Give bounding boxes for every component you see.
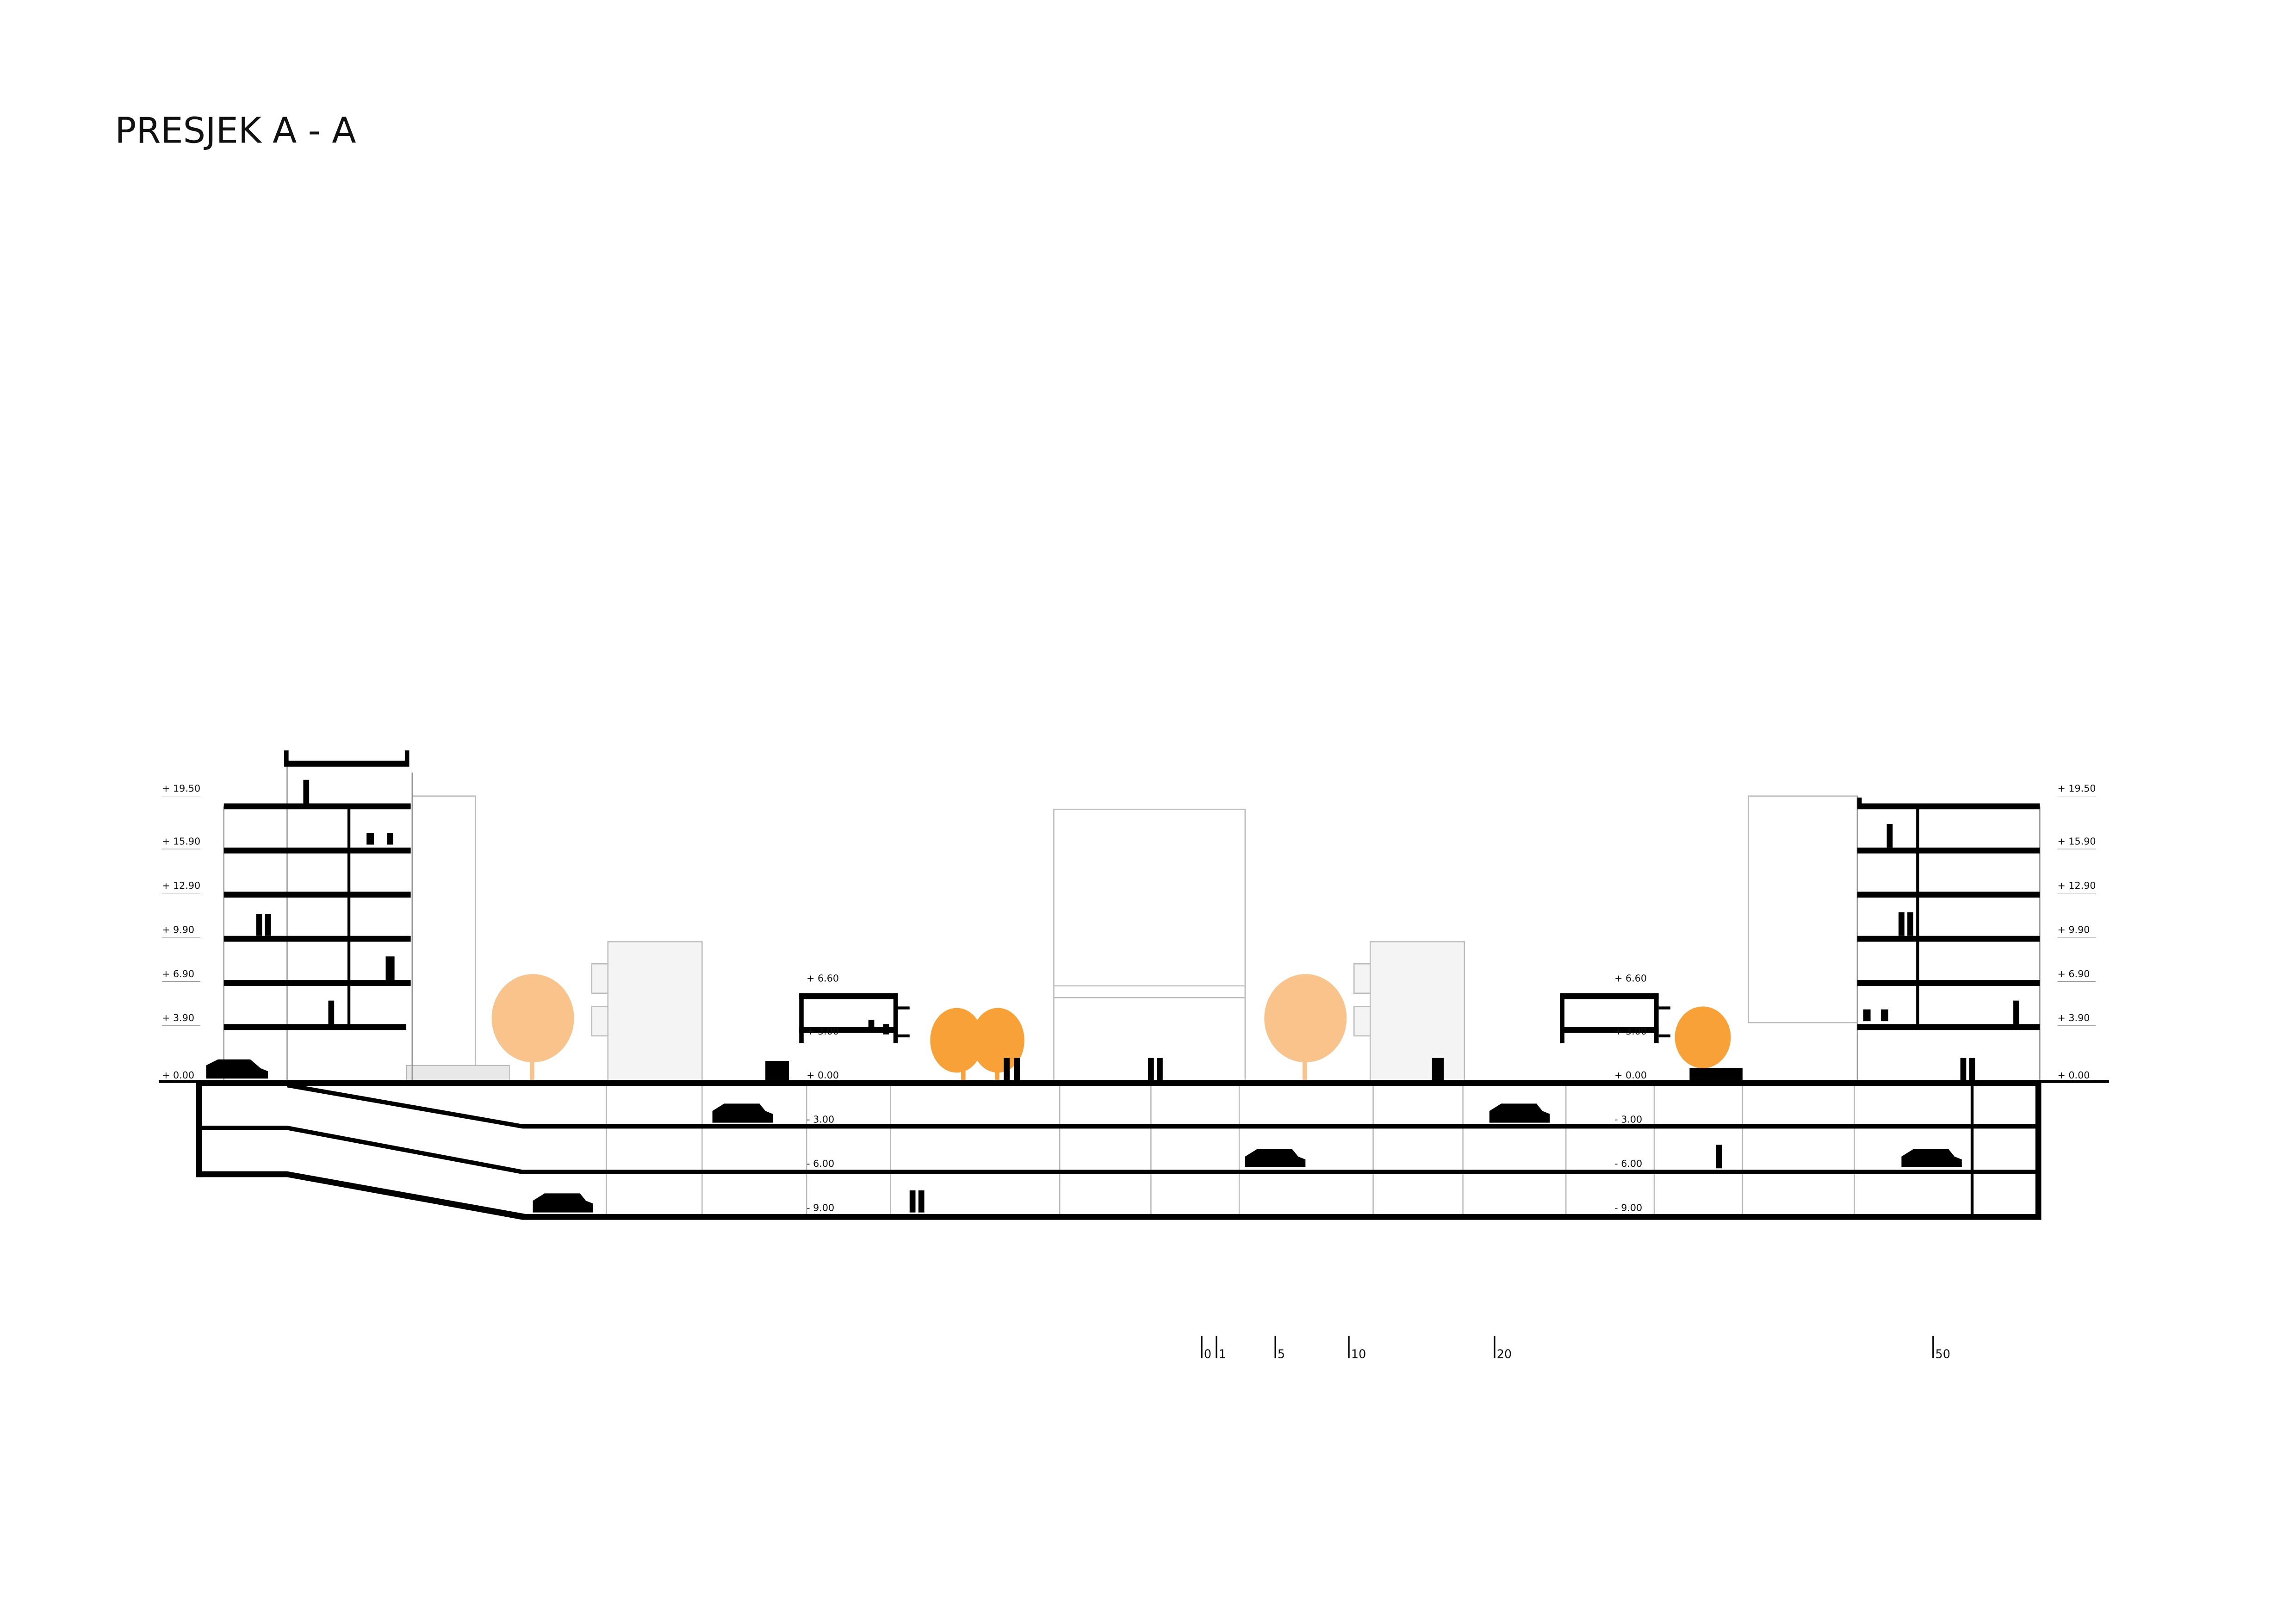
scale-label: 0: [1204, 1347, 1211, 1361]
car-icon: [1489, 1103, 1550, 1123]
tree-icon: [930, 1008, 983, 1073]
level-label: + 0.00: [807, 1070, 839, 1081]
pavilion-elevations-right: + 6.60 + 3.00 + 0.00 - 3.00 - 6.00 - 9.0…: [1614, 973, 1647, 1213]
level-label: + 12.90: [162, 880, 200, 891]
level-label: - 3.00: [807, 1114, 834, 1125]
level-label: - 3.00: [1614, 1114, 1642, 1125]
tree-icon: [1675, 1006, 1731, 1068]
level-label: + 15.90: [2057, 836, 2096, 847]
central-tower-outline: [1053, 808, 1246, 1082]
car-icon: [533, 1193, 593, 1213]
cars: [206, 1059, 1962, 1213]
trees: [491, 974, 1731, 1082]
pavilion-elevations-left: + 6.60 + 3.00 + 0.00 - 3.00 - 6.00 - 9.0…: [807, 973, 839, 1213]
level-label: + 19.50: [162, 783, 200, 794]
level-label: + 3.90: [2057, 1012, 2090, 1023]
people: [256, 780, 2019, 1213]
level-label: + 3.00: [1614, 1026, 1647, 1037]
scale-label: 50: [1936, 1347, 1950, 1361]
scale-label: 1: [1219, 1347, 1226, 1361]
drawing-title: PRESJEK A - A: [115, 111, 356, 152]
level-label: + 15.90: [162, 836, 200, 847]
mid-buildings: [591, 941, 1465, 1082]
level-label: + 19.50: [2057, 783, 2096, 794]
car-icon: [712, 1103, 773, 1123]
level-label: + 3.90: [162, 1012, 194, 1023]
level-label: + 0.00: [162, 1070, 194, 1081]
level-label: + 12.90: [2057, 880, 2096, 891]
car-icon: [1901, 1149, 1962, 1167]
level-label: + 9.90: [2057, 924, 2090, 935]
car-icon: [1245, 1149, 1306, 1167]
level-label: + 6.90: [2057, 968, 2090, 979]
level-label: + 3.00: [807, 1026, 839, 1037]
right-pavilion: [1560, 993, 1671, 1043]
level-label: - 6.00: [807, 1158, 834, 1169]
scale-label: 20: [1497, 1347, 1512, 1361]
level-label: + 6.60: [1614, 973, 1647, 984]
tree-icon: [1264, 974, 1347, 1063]
level-label: + 0.00: [2057, 1070, 2090, 1081]
underground-parking: [159, 1080, 2109, 1220]
level-label: + 9.90: [162, 924, 194, 935]
level-label: - 9.00: [807, 1202, 834, 1213]
scale-label: 5: [1278, 1347, 1285, 1361]
tower-elevations-right: + 19.50 + 15.90 + 12.90 + 9.90 + 6.90 + …: [2057, 783, 2096, 1081]
level-label: + 6.90: [162, 968, 194, 979]
tower-elevations-left: + 19.50 + 15.90 + 12.90 + 9.90 + 6.90 + …: [162, 783, 200, 1081]
level-label: + 0.00: [1614, 1070, 1647, 1081]
level-label: - 9.00: [1614, 1202, 1642, 1213]
level-label: + 6.60: [807, 973, 839, 984]
car-icon: [206, 1059, 268, 1079]
right-tower: [1856, 796, 2041, 1082]
scale-label: 10: [1351, 1347, 1366, 1361]
left-tower: [223, 750, 413, 1082]
level-label: - 6.00: [1614, 1158, 1642, 1169]
scale-bar: 0 1 5 10 20 50: [1201, 1336, 1950, 1361]
level-underlines: [162, 795, 2096, 1026]
tree-icon: [491, 974, 574, 1063]
